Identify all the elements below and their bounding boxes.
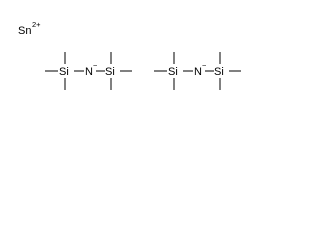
- silicon-right-symbol: Si: [214, 66, 224, 78]
- silicon-right-symbol: Si: [105, 66, 115, 78]
- molecule-diagram: Sn 2+ Si N − Si Si N − Si: [18, 20, 241, 90]
- silicon-left-symbol: Si: [59, 66, 69, 78]
- silicon-left-symbol: Si: [168, 66, 178, 78]
- anion-right: Si N − Si: [154, 52, 241, 90]
- nitrogen-charge: −: [93, 61, 98, 70]
- tin-charge: 2+: [32, 20, 41, 29]
- nitrogen-symbol: N: [194, 66, 202, 78]
- nitrogen-symbol: N: [85, 66, 93, 78]
- tin-symbol: Sn: [18, 25, 31, 37]
- nitrogen-charge: −: [202, 61, 207, 70]
- anion-left: Si N − Si: [45, 52, 132, 90]
- tin-cation: Sn 2+: [18, 20, 41, 37]
